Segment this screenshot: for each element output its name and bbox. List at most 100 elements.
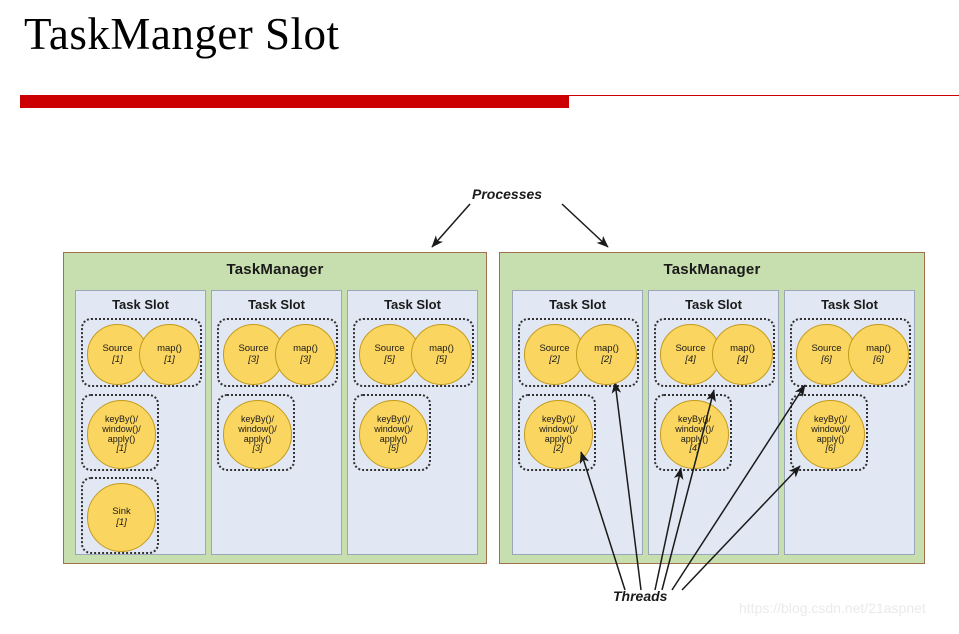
operator-index: [6] <box>873 353 884 365</box>
operator-index: [6] <box>825 443 836 454</box>
operator-window-group: keyBy()/ window()/ apply() [1] <box>81 394 159 471</box>
operator-index: [1] <box>116 516 127 528</box>
operator-keyby-window-apply: keyBy()/ window()/ apply() [4] <box>660 400 729 469</box>
operator-label: map() <box>157 343 182 355</box>
operator-label-line: keyBy()/ <box>104 414 138 425</box>
operator-label-line: keyBy()/ <box>376 414 410 425</box>
task-slot-4: Task Slot Source [2] map() [2] keyBy()/ … <box>512 290 643 555</box>
operator-label: Source <box>539 343 570 355</box>
operator-index: [4] <box>689 443 700 454</box>
operator-source: Source [6] <box>796 324 857 385</box>
operator-source: Source [5] <box>359 324 420 385</box>
operator-label: map() <box>730 343 755 355</box>
operator-chain-group: Source [4] map() [4] <box>654 318 775 387</box>
processes-arrow-right <box>561 203 609 248</box>
operator-label: Source <box>102 343 133 355</box>
task-slot-title: Task Slot <box>384 297 441 312</box>
operator-label: map() <box>293 343 318 355</box>
operator-index: [5] <box>388 443 399 454</box>
operator-label-line: apply() <box>243 433 272 444</box>
operator-index: [4] <box>685 353 696 365</box>
operator-chain-group: Source [5] map() [5] <box>353 318 474 387</box>
operator-label-line: window()/ <box>374 423 413 434</box>
threads-label: Threads <box>613 588 668 604</box>
operator-source: Source [2] <box>524 324 585 385</box>
page-title: TaskManger Slot <box>24 9 340 59</box>
operator-index: [3] <box>248 353 259 365</box>
operator-window-group: keyBy()/ window()/ apply() [6] <box>790 394 868 471</box>
operator-label-line: apply() <box>544 433 573 444</box>
task-slot-title: Task Slot <box>248 297 305 312</box>
operator-label: map() <box>866 343 891 355</box>
operator-label-line: window()/ <box>539 423 578 434</box>
operator-map: map() [1] <box>139 324 200 385</box>
task-slot-6: Task Slot Source [6] map() [6] keyBy()/ … <box>784 290 915 555</box>
watermark: https://blog.csdn.net/21aspnet <box>739 600 926 616</box>
operator-label-line: keyBy()/ <box>813 414 847 425</box>
operator-index: [2] <box>601 353 612 365</box>
operator-index: [1] <box>112 353 123 365</box>
operator-map: map() [3] <box>275 324 336 385</box>
processes-arrow-left <box>431 203 471 248</box>
operator-source: Source [4] <box>660 324 721 385</box>
task-slot-1: Task Slot Source [1] map() [1] keyBy()/ … <box>75 290 206 555</box>
operator-keyby-window-apply: keyBy()/ window()/ apply() [5] <box>359 400 428 469</box>
operator-label: Source <box>374 343 405 355</box>
operator-keyby-window-apply: keyBy()/ window()/ apply() [6] <box>796 400 865 469</box>
operator-label: Source <box>811 343 842 355</box>
operator-keyby-window-apply: keyBy()/ window()/ apply() [2] <box>524 400 593 469</box>
taskmanager-title: TaskManager <box>663 261 761 278</box>
operator-index: [2] <box>549 353 560 365</box>
task-slot-title: Task Slot <box>821 297 878 312</box>
task-slot-title: Task Slot <box>112 297 169 312</box>
task-slot-5: Task Slot Source [4] map() [4] keyBy()/ … <box>648 290 779 555</box>
operator-label: map() <box>594 343 619 355</box>
operator-sink: Sink [1] <box>87 483 156 552</box>
operator-label-line: apply() <box>816 433 845 444</box>
operator-label-line: window()/ <box>102 423 141 434</box>
processes-label: Processes <box>472 186 543 202</box>
operator-label-line: window()/ <box>238 423 277 434</box>
operator-sink-group: Sink [1] <box>81 477 159 554</box>
operator-index: [1] <box>116 443 127 454</box>
operator-keyby-window-apply: keyBy()/ window()/ apply() [1] <box>87 400 156 469</box>
operator-index: [4] <box>737 353 748 365</box>
operator-source: Source [1] <box>87 324 148 385</box>
operator-label: Source <box>238 343 269 355</box>
taskmanager-box-left: TaskManager Task Slot Source [1] map() [… <box>63 252 487 564</box>
taskmanager-box-right: TaskManager Task Slot Source [2] map() [… <box>499 252 925 564</box>
task-slot-title: Task Slot <box>685 297 742 312</box>
operator-map: map() [5] <box>411 324 472 385</box>
operator-label: map() <box>429 343 454 355</box>
operator-index: [1] <box>164 353 175 365</box>
operator-window-group: keyBy()/ window()/ apply() [4] <box>654 394 732 471</box>
operator-label-line: apply() <box>379 433 408 444</box>
operator-keyby-window-apply: keyBy()/ window()/ apply() [3] <box>223 400 292 469</box>
operator-index: [3] <box>252 443 263 454</box>
operator-map: map() [4] <box>712 324 773 385</box>
operator-label-line: apply() <box>107 433 136 444</box>
task-slot-3: Task Slot Source [5] map() [5] keyBy()/ … <box>347 290 478 555</box>
operator-index: [5] <box>384 353 395 365</box>
operator-chain-group: Source [3] map() [3] <box>217 318 338 387</box>
operator-index: [2] <box>553 443 564 454</box>
operator-window-group: keyBy()/ window()/ apply() [5] <box>353 394 431 471</box>
operator-chain-group: Source [1] map() [1] <box>81 318 202 387</box>
operator-source: Source [3] <box>223 324 284 385</box>
operator-map: map() [2] <box>576 324 637 385</box>
task-slot-2: Task Slot Source [3] map() [3] keyBy()/ … <box>211 290 342 555</box>
operator-label-line: keyBy()/ <box>240 414 274 425</box>
title-rule-thick <box>20 95 569 108</box>
operator-index: [6] <box>821 353 832 365</box>
operator-map: map() [6] <box>848 324 909 385</box>
taskmanager-title: TaskManager <box>226 261 324 278</box>
operator-index: [3] <box>300 353 311 365</box>
operator-label: Sink <box>112 506 131 518</box>
task-slot-title: Task Slot <box>549 297 606 312</box>
operator-label: Source <box>675 343 706 355</box>
operator-label-line: keyBy()/ <box>541 414 575 425</box>
operator-window-group: keyBy()/ window()/ apply() [3] <box>217 394 295 471</box>
operator-chain-group: Source [6] map() [6] <box>790 318 911 387</box>
operator-chain-group: Source [2] map() [2] <box>518 318 639 387</box>
